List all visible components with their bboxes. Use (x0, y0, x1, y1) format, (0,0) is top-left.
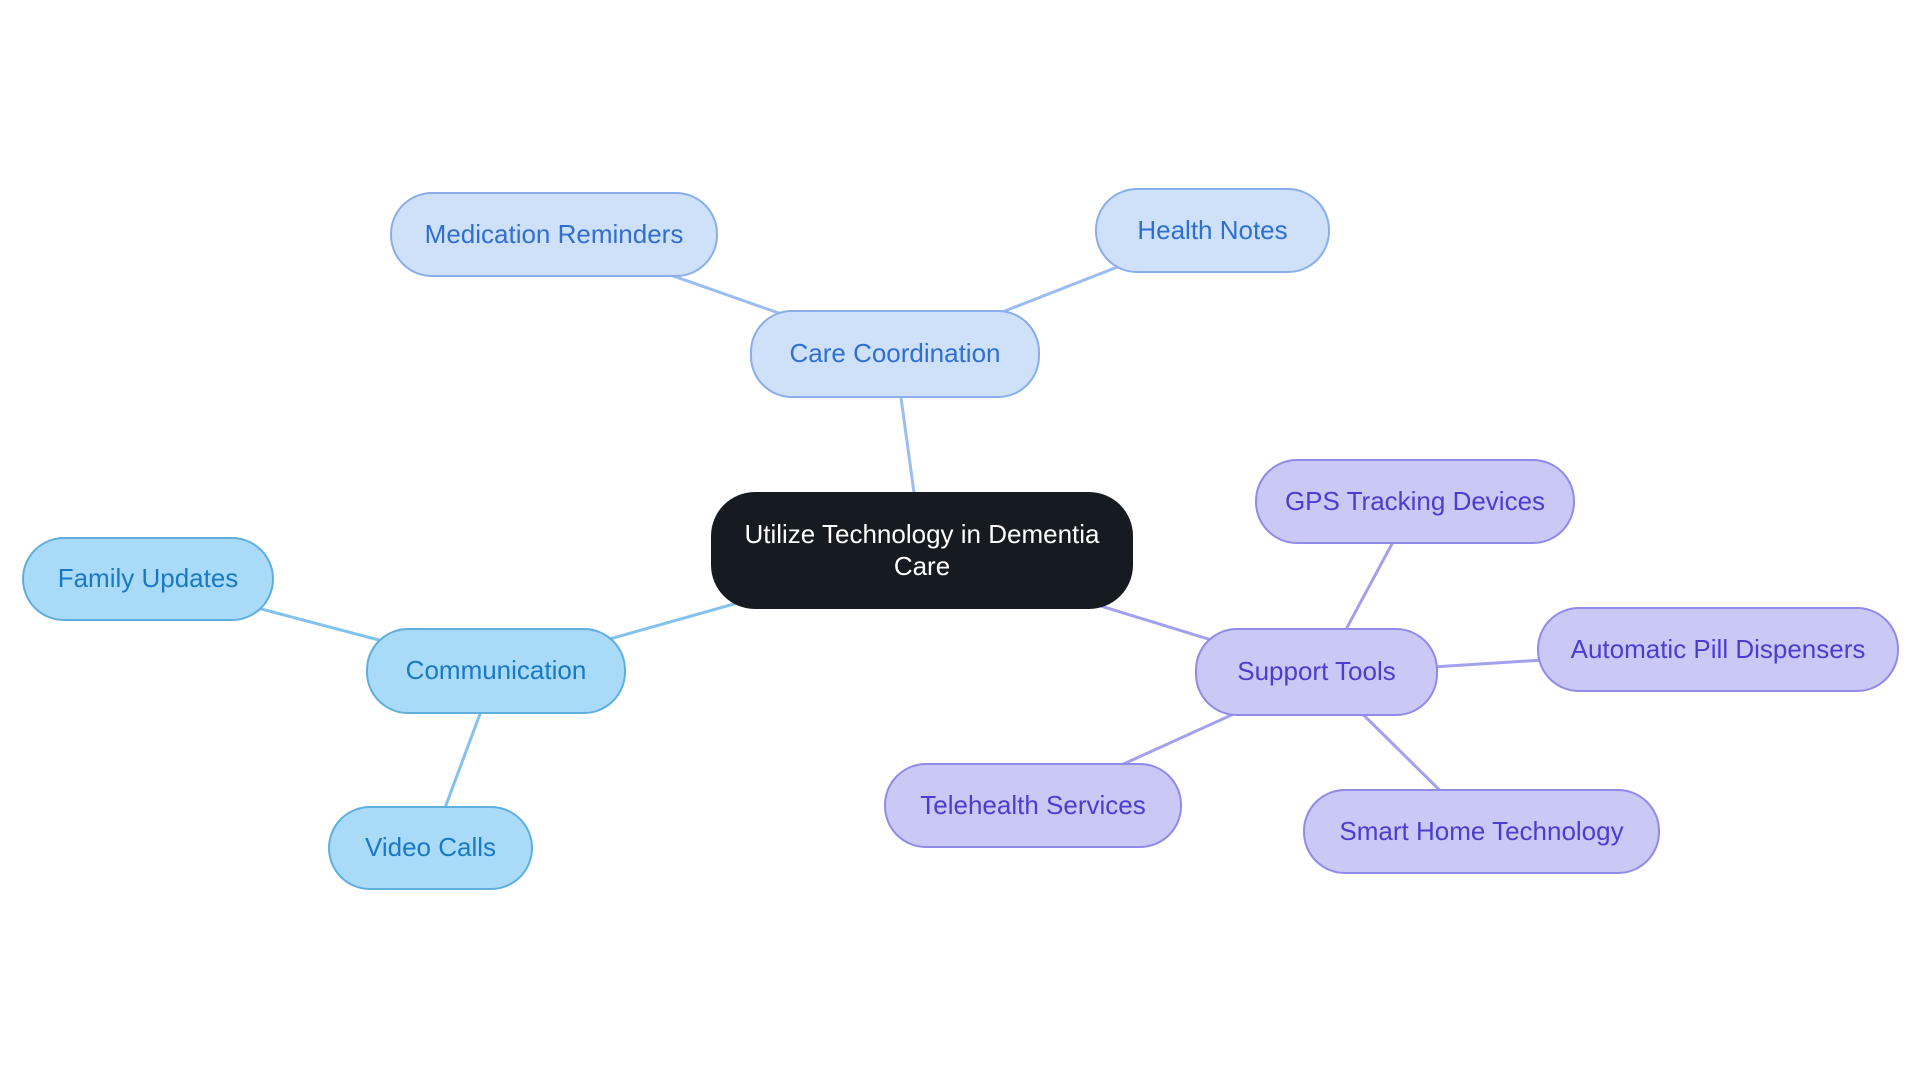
node-care-coordination-label: Care Coordination (789, 338, 1001, 369)
node-video-calls[interactable]: Video Calls (328, 806, 533, 890)
node-care-coordination[interactable]: Care Coordination (750, 310, 1040, 398)
node-health-notes-label: Health Notes (1137, 214, 1288, 245)
node-gps-tracking-devices[interactable]: GPS Tracking Devices (1255, 459, 1575, 544)
node-smart-home-technology-label: Smart Home Technology (1339, 815, 1624, 846)
node-medication-reminders[interactable]: Medication Reminders (390, 192, 718, 277)
node-communication-label: Communication (405, 655, 587, 686)
node-family-updates-label: Family Updates (57, 563, 239, 594)
node-telehealth-services[interactable]: Telehealth Services (884, 763, 1182, 848)
node-root-utilize-technology[interactable]: Utilize Technology in Dementia Care (711, 492, 1133, 609)
node-support-tools[interactable]: Support Tools (1195, 628, 1438, 716)
node-family-updates[interactable]: Family Updates (22, 537, 274, 621)
node-health-notes[interactable]: Health Notes (1095, 188, 1330, 273)
node-video-calls-label: Video Calls (364, 832, 497, 863)
node-communication[interactable]: Communication (366, 628, 626, 714)
node-smart-home-technology[interactable]: Smart Home Technology (1303, 789, 1660, 874)
node-support-tools-label: Support Tools (1237, 656, 1396, 687)
node-automatic-pill-dispensers-label: Automatic Pill Dispensers (1570, 633, 1866, 664)
node-telehealth-services-label: Telehealth Services (920, 789, 1146, 820)
node-gps-tracking-devices-label: GPS Tracking Devices (1284, 485, 1546, 516)
node-root-label: Utilize Technology in Dementia Care (744, 519, 1100, 581)
node-medication-reminders-label: Medication Reminders (424, 218, 684, 249)
node-automatic-pill-dispensers[interactable]: Automatic Pill Dispensers (1537, 607, 1899, 692)
